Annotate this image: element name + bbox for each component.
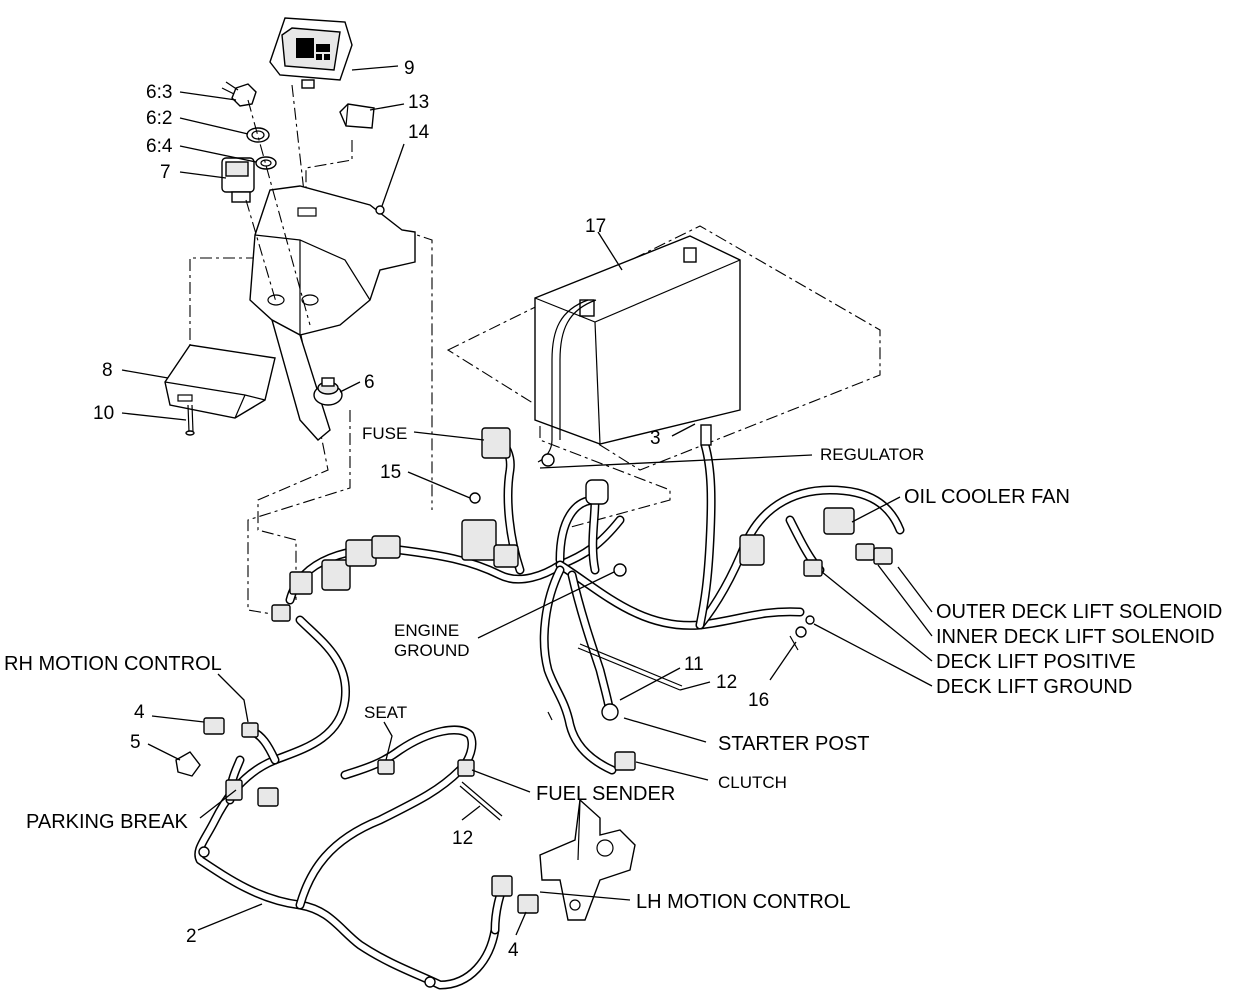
label-clutch: CLUTCH: [718, 773, 787, 792]
callout-14: 14: [408, 122, 430, 143]
pto-switch: [221, 157, 255, 203]
callout-7: 7: [160, 162, 171, 183]
label-outer-deck-lift-solenoid: OUTER DECK LIFT SOLENOID: [936, 601, 1222, 623]
label-regulator: REGULATOR: [820, 445, 924, 464]
callout-15: 15: [380, 462, 401, 483]
label-deck-lift-ground: DECK LIFT GROUND: [936, 676, 1132, 698]
label-rh-motion-control: RH MOTION CONTROL: [4, 653, 222, 675]
bolt-10: [185, 404, 195, 436]
fuel-sender-rod: [459, 781, 503, 821]
callout-17: 17: [585, 216, 606, 237]
callout-6: 6: [364, 372, 375, 393]
label-fuse: FUSE: [362, 424, 407, 443]
label-seat: SEAT: [364, 703, 407, 722]
hour-meter-display-icon: [269, 17, 353, 89]
key-nut: [246, 127, 270, 143]
controller-module: [164, 344, 276, 419]
battery: [446, 225, 881, 471]
ignition-key: [221, 81, 257, 107]
rocker-switch: [339, 103, 375, 129]
callout-8: 8: [102, 360, 113, 381]
label-inner-deck-lift-solenoid: INNER DECK LIFT SOLENOID: [936, 626, 1215, 648]
callout-4-b: 4: [508, 940, 519, 961]
callout-6-2: 6:2: [146, 108, 172, 129]
leader-lines: [121, 65, 933, 936]
ignition-switch: [313, 377, 343, 406]
key-washer: [255, 156, 277, 170]
label-deck-lift-positive: DECK LIFT POSITIVE: [936, 651, 1136, 673]
label-engine-ground-2: GROUND: [394, 641, 470, 660]
callout-4-a: 4: [134, 702, 145, 723]
callout-6-4: 6:4: [146, 136, 173, 157]
lh-motion-bracket: [539, 798, 636, 921]
label-starter-post: STARTER POST: [718, 733, 870, 755]
label-lh-motion-control: LH MOTION CONTROL: [636, 891, 850, 913]
callout-11: 11: [684, 654, 704, 675]
control-panel-bracket: [249, 185, 416, 441]
rh-motion-switch-5: [175, 751, 201, 777]
callout-12-a: 12: [716, 672, 737, 693]
callout-13: 13: [408, 92, 429, 113]
callout-5: 5: [130, 732, 141, 753]
harness-connectors: [198, 424, 893, 988]
callout-12-b: 12: [452, 828, 473, 849]
callout-6-3: 6:3: [146, 82, 172, 103]
callout-3: 3: [650, 428, 661, 449]
callout-2: 2: [186, 926, 197, 947]
label-fuel-sender: FUEL SENDER: [536, 783, 675, 805]
label-parking-break: PARKING BREAK: [26, 811, 189, 833]
callout-labels: 9 6:3 13 6:2 14 6:4 7 17 8 6 10 3 15 11 …: [4, 58, 1222, 961]
callout-10: 10: [93, 403, 114, 424]
callout-16: 16: [748, 690, 769, 711]
label-engine-ground-1: ENGINE: [394, 621, 459, 640]
starter-rod: [577, 643, 683, 691]
label-oil-cooler-fan: OIL COOLER FAN: [904, 486, 1070, 508]
callout-9: 9: [404, 58, 415, 79]
